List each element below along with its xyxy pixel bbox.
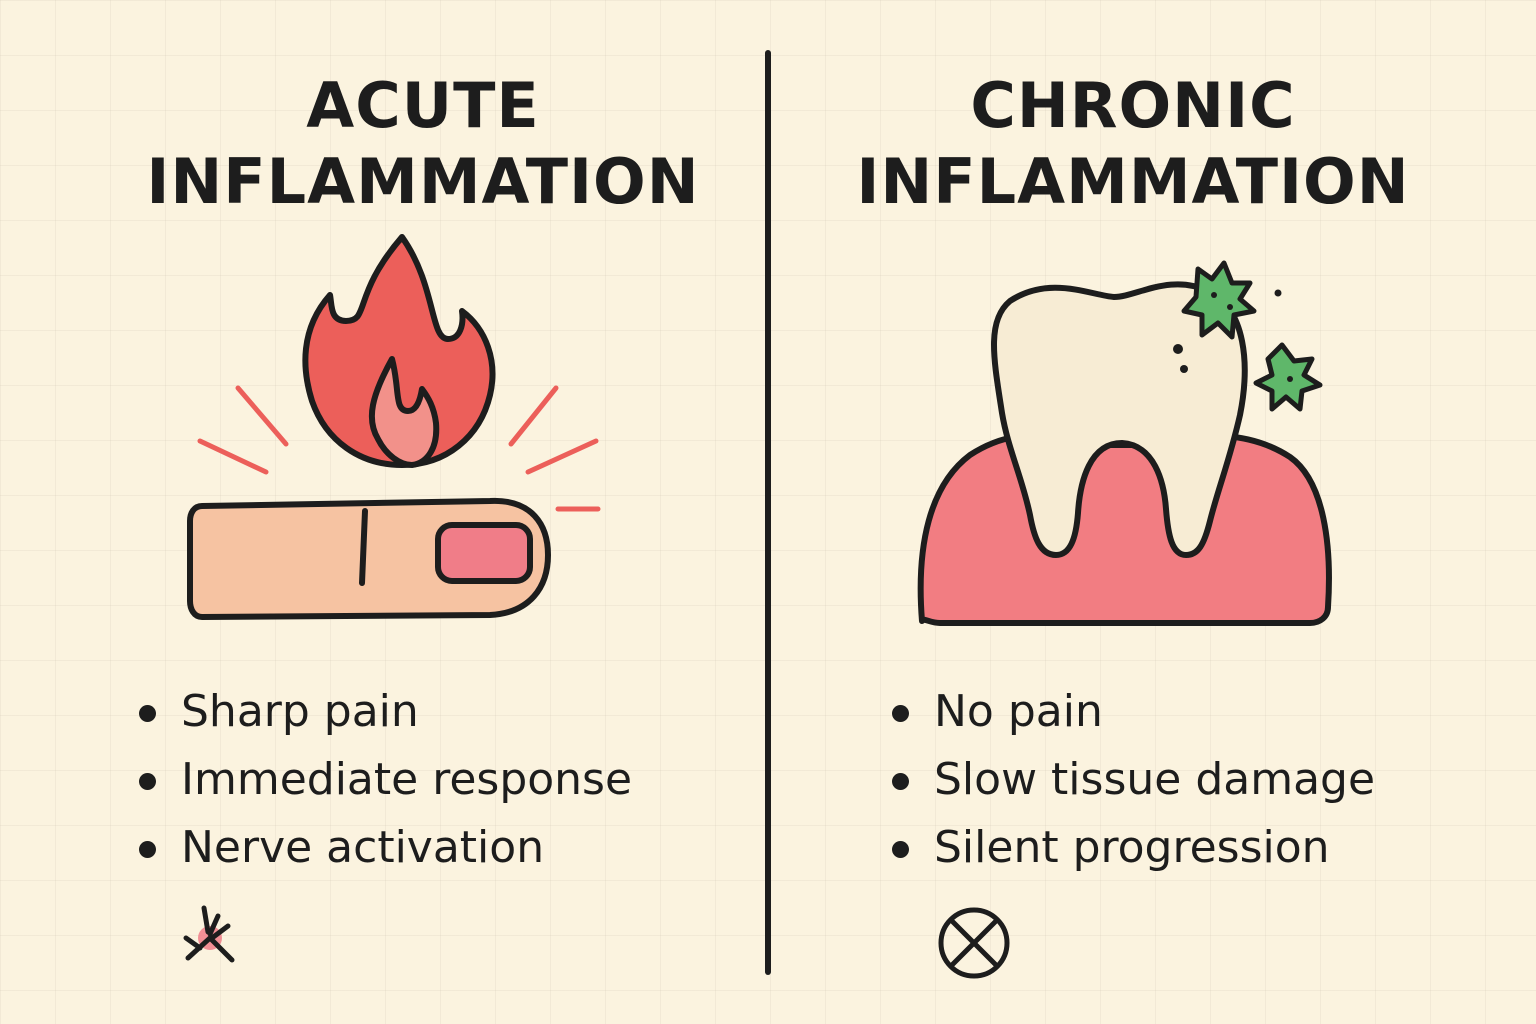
chronic-title: CHRONIC INFLAMMATION [783,68,1483,220]
chronic-title-line1: CHRONIC [970,69,1296,142]
acute-bullet-list: Sharp pain Immediate response Nerve acti… [135,678,632,882]
acute-title-line1: ACUTE [306,69,540,142]
gum-icon [917,431,1332,626]
list-item: Sharp pain [135,678,632,746]
center-divider [765,50,771,975]
flame-inner-icon [368,356,440,468]
bacteria-icon [1181,260,1257,340]
chronic-title-line2: INFLAMMATION [856,145,1410,218]
acute-title-line2: INFLAMMATION [146,145,700,218]
acute-title: ACUTE INFLAMMATION [73,68,773,220]
nerve-icon [183,905,235,963]
circle-x-icon [938,907,1010,979]
list-item: Silent progression [888,814,1375,882]
list-item: No pain [888,678,1375,746]
tooth-with-bacteria-icon [917,260,1332,626]
flame-over-finger-icon [187,234,601,620]
list-item: Slow tissue damage [888,746,1375,814]
list-item: Immediate response [135,746,632,814]
list-item: Nerve activation [135,814,632,882]
fingernail-icon [435,522,533,584]
chronic-bullet-list: No pain Slow tissue damage Silent progre… [888,678,1375,882]
pain-rays-icon [197,385,601,512]
